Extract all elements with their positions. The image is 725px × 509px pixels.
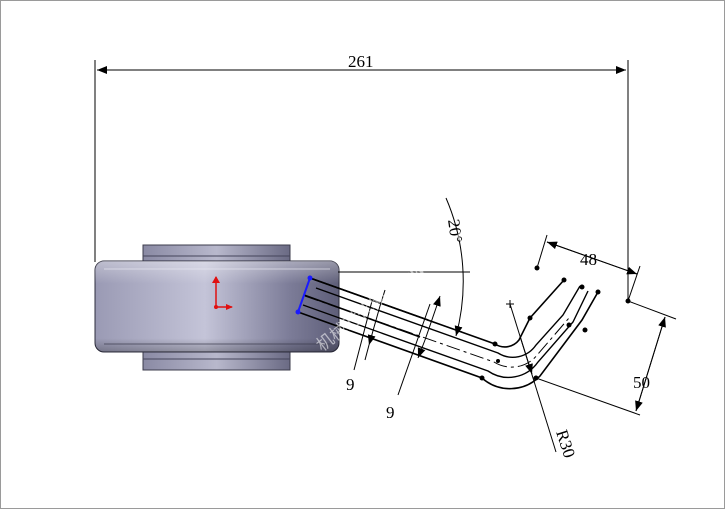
tube-inner-line[interactable]: [302, 285, 589, 379]
dimension-261-label[interactable]: 261: [348, 52, 374, 71]
dimension-48-label[interactable]: 48: [580, 250, 597, 269]
dimension-angle[interactable]: [338, 197, 470, 337]
dimension-261[interactable]: [94, 60, 629, 302]
dimension-wall-2[interactable]: [397, 295, 441, 396]
selected-edge[interactable]: [297, 277, 311, 313]
dimension-wall-1[interactable]: [353, 289, 386, 371]
dimension-angle-label[interactable]: 20°: [444, 218, 466, 244]
dimension-48[interactable]: [536, 234, 641, 302]
dimension-50-label[interactable]: 50: [633, 373, 650, 392]
dimension-radius-label[interactable]: R30: [552, 427, 579, 460]
sketch-points[interactable]: [479, 265, 631, 381]
dimension-radius[interactable]: [509, 303, 557, 453]
centerline: [304, 295, 570, 368]
dimension-wall-1-label[interactable]: 9: [346, 375, 355, 394]
origin-icon: [212, 276, 233, 310]
dimension-50[interactable]: [535, 300, 677, 416]
dimension-wall-2-label[interactable]: 9: [386, 403, 395, 422]
